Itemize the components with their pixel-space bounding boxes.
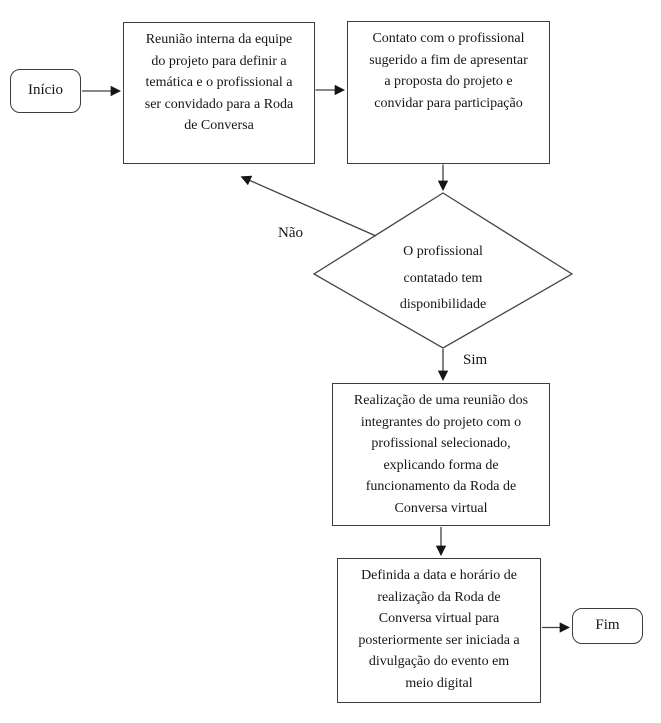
end-node: Fim: [572, 608, 643, 644]
process-node-meeting-with-professional: Realização de uma reunião dos integrante…: [332, 383, 550, 526]
edge-label-yes: Sim: [463, 352, 488, 368]
start-node: Início: [10, 69, 81, 113]
process-node-contact-professional: Contato com o profissional sugerido a fi…: [347, 21, 550, 164]
decision-diamond-shape: [312, 192, 574, 349]
process-node-team-meeting: Reunião interna da equipe do projeto par…: [123, 22, 315, 164]
process-node-set-date-divulgation: Definida a data e horário de realização …: [337, 558, 541, 703]
decision-node-availability-text: O profissional contatado tem disponibili…: [399, 244, 487, 312]
edge-decision-no-to-step1: [240, 175, 377, 237]
edge-label-no: Não: [278, 225, 303, 241]
